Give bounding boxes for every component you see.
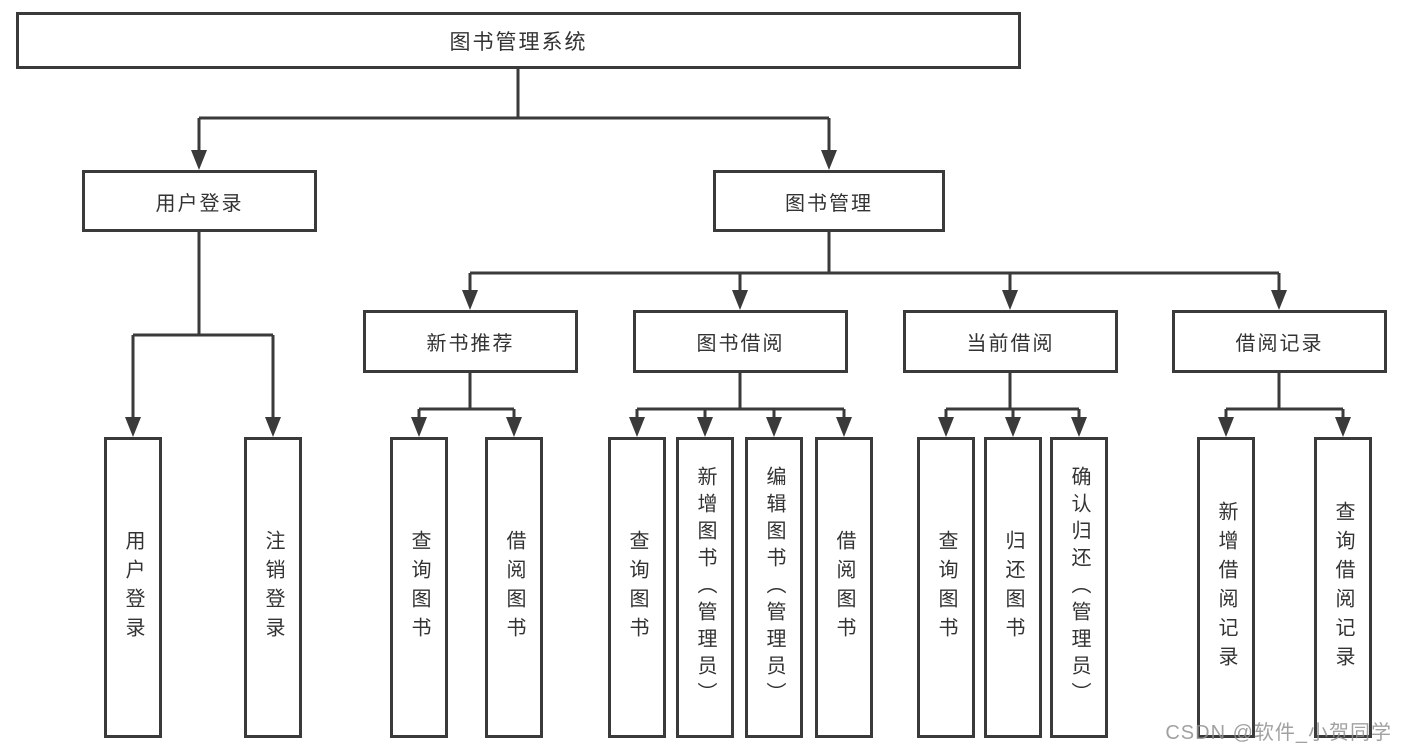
csdn-watermark: CSDN @软件_小贺同学 <box>1165 722 1392 744</box>
leaf-user-login: 用户登录 <box>104 437 162 738</box>
node-borrowing-records: 借阅记录 <box>1172 310 1387 373</box>
leaf-query-books-borrow: 查询图书 <box>608 437 666 738</box>
leaf-label: 借阅图书 <box>503 529 525 646</box>
leaf-add-book-admin: 新增图书（管理员） <box>676 437 734 738</box>
leaf-query-books-current: 查询图书 <box>917 437 975 738</box>
leaf-query-books-recommend: 查询图书 <box>390 437 448 738</box>
node-label: 图书管理 <box>785 192 873 215</box>
node-current-borrowing: 当前借阅 <box>903 310 1118 373</box>
node-label: 新书推荐 <box>426 333 515 355</box>
leaf-edit-book-admin: 编辑图书（管理员） <box>745 437 803 738</box>
node-library-system: 图书管理系统 <box>16 12 1021 69</box>
leaf-add-borrow-record: 新增借阅记录 <box>1197 437 1255 738</box>
leaf-borrow-books-recommend: 借阅图书 <box>485 437 543 738</box>
leaf-query-borrow-record: 查询借阅记录 <box>1314 437 1372 738</box>
leaf-label: 查询图书 <box>626 529 648 646</box>
leaf-logout: 注销登录 <box>244 437 302 738</box>
leaf-label: 查询图书 <box>935 529 957 646</box>
leaf-label: 注销登录 <box>262 529 284 646</box>
leaf-confirm-return-admin: 确认归还（管理员） <box>1050 437 1108 738</box>
leaf-return-book: 归还图书 <box>984 437 1042 738</box>
leaf-label: 确认归还（管理员） <box>1068 466 1090 709</box>
node-book-borrowing: 图书借阅 <box>633 310 848 373</box>
leaf-label: 借阅图书 <box>833 529 855 646</box>
node-label: 当前借阅 <box>966 333 1055 355</box>
leaf-label: 新增图书（管理员） <box>694 466 716 709</box>
leaf-label: 归还图书 <box>1002 529 1024 646</box>
leaf-label: 编辑图书（管理员） <box>763 466 785 709</box>
leaf-label: 查询图书 <box>408 529 430 646</box>
leaf-label: 新增借阅记录 <box>1215 500 1237 675</box>
node-new-book-recommend: 新书推荐 <box>363 310 578 373</box>
leaf-borrow-books: 借阅图书 <box>815 437 873 738</box>
node-book-management: 图书管理 <box>713 170 945 232</box>
node-label: 用户登录 <box>155 192 244 215</box>
node-label: 图书管理系统 <box>449 30 588 54</box>
leaf-label: 用户登录 <box>122 529 144 646</box>
leaf-label: 查询借阅记录 <box>1332 500 1354 675</box>
node-label: 图书借阅 <box>696 333 785 355</box>
node-user-login: 用户登录 <box>82 170 317 232</box>
node-label: 借阅记录 <box>1235 333 1324 355</box>
